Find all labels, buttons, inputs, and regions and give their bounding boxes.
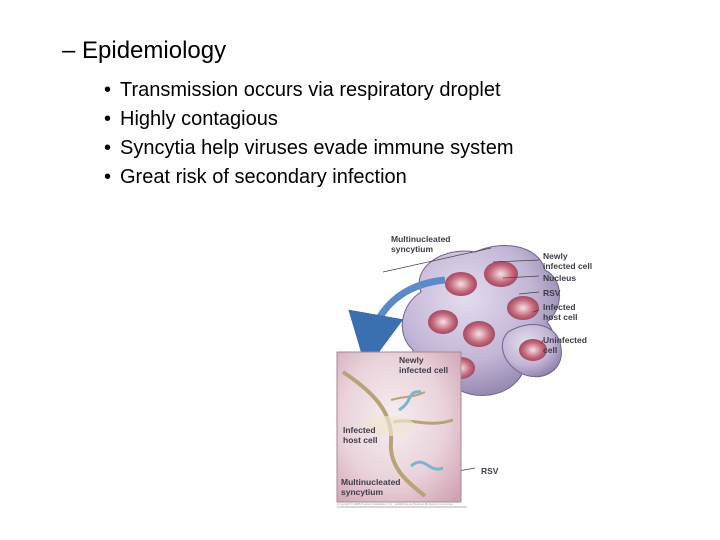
bullet-dot-icon: •: [104, 108, 112, 130]
bullet-dot-icon: •: [104, 166, 112, 188]
label-rsv-bottom: RSV: [481, 466, 499, 476]
label-infected-host-cell: Infected host cell: [543, 302, 578, 322]
bullet-dot-icon: •: [104, 79, 112, 101]
inset-panel: [336, 351, 462, 503]
bullet-item: • Great risk of secondary infection: [104, 163, 514, 192]
curved-arrow-icon: [348, 276, 446, 370]
copyright-text: Copyright © 2006 Pearson Education, Inc.…: [337, 502, 454, 506]
bullet-text: Syncytia help viruses evade immune syste…: [120, 137, 514, 159]
label-inset-infected-host-cell: Infected host cell: [343, 425, 378, 445]
bullet-dot-icon: •: [104, 137, 112, 159]
label-inset-multinucleated-syncytium: Multinucleated syncytium: [341, 477, 401, 497]
bullet-text: Transmission occurs via respiratory drop…: [120, 79, 501, 101]
label-multinucleated-syncytium: Multinucleated syncytium: [391, 234, 451, 254]
label-uninfected-cell: Uninfected cell: [543, 335, 587, 355]
bullet-item: • Highly contagious: [104, 105, 514, 134]
label-newly-infected-cell: Newly infected cell: [543, 251, 593, 271]
bullet-text: Highly contagious: [120, 108, 278, 130]
copyright-bar: [337, 506, 467, 508]
label-nucleus: Nucleus: [543, 273, 577, 283]
bullet-item: • Transmission occurs via respiratory dro…: [104, 76, 514, 105]
illustration-graphic: [336, 245, 562, 508]
bullet-list: • Transmission occurs via respiratory dro…: [104, 76, 514, 192]
section-heading: – Epidemiology: [62, 37, 227, 64]
bullet-item: • Syncytia help viruses evade immune syst…: [104, 134, 514, 163]
rsv-syncytium-illustration: Multinucleated syncytium Newly infected …: [333, 222, 615, 512]
label-inset-newly-infected-cell: Newly infected cell: [399, 355, 449, 375]
bullet-text: Great risk of secondary infection: [120, 166, 407, 188]
label-rsv: RSV: [543, 288, 561, 298]
